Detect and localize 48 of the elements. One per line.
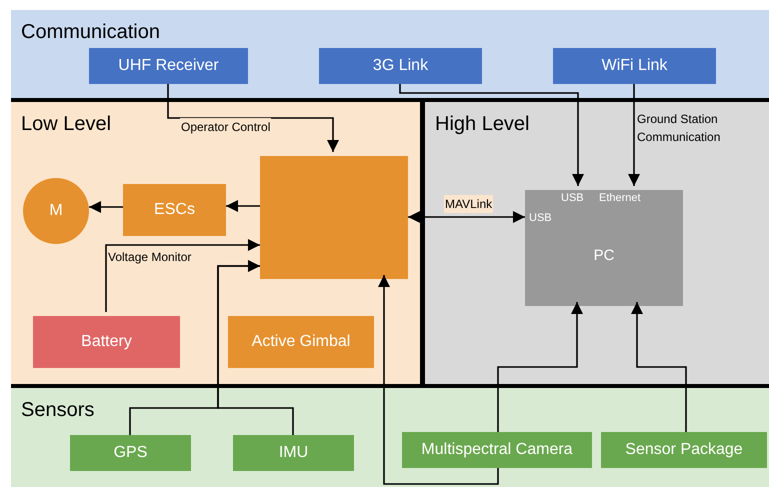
arrow [628,84,640,186]
computer-box [525,190,683,306]
node-label: Battery [81,332,132,352]
port-label: USB [561,191,584,206]
arrow [378,275,499,485]
edge-label: MAVLink [444,195,494,213]
node-label: UHF Receiver [118,56,219,76]
arrow [497,302,583,432]
process-box [123,184,226,236]
port-label: USB [529,211,552,226]
node-label: PC [592,246,616,266]
node-label: Active Gimbal [252,332,350,352]
process-box [233,435,354,471]
arrow [226,200,260,212]
region-heading: Low Level [21,112,112,136]
arrow [105,239,260,312]
region-panel [11,388,769,487]
region-panel [425,98,769,388]
node-label: ESCs [154,200,195,220]
arrow [631,302,687,432]
node-label: IMU [278,443,308,463]
region-heading: High Level [435,112,530,136]
node-label: Multispectral Camera [421,440,573,460]
region-heading: Communication [21,20,160,44]
arrow [89,201,123,213]
process-box [553,48,716,84]
node-label: GPS [114,443,148,463]
process-box [260,156,408,279]
region-heading: Sensors [21,398,94,422]
edge-label: Operator Control [180,118,272,136]
process-box [228,316,374,368]
node-label: WiFi Link [602,56,668,76]
process-box [601,432,767,468]
process-box [319,48,482,84]
arrow [167,84,339,152]
arrow [399,84,584,186]
node-label: 3G Link [372,56,428,76]
process-box [89,48,248,84]
node-label: M [49,201,63,221]
process-box [33,316,180,368]
region-panel [11,10,769,98]
arrow [217,260,294,435]
port-label: Ethernet [599,191,641,206]
region-panel [11,98,425,388]
node-label: Sensor Package [625,440,743,460]
arrow [408,211,525,223]
process-box [70,435,191,471]
process-box [402,432,592,468]
